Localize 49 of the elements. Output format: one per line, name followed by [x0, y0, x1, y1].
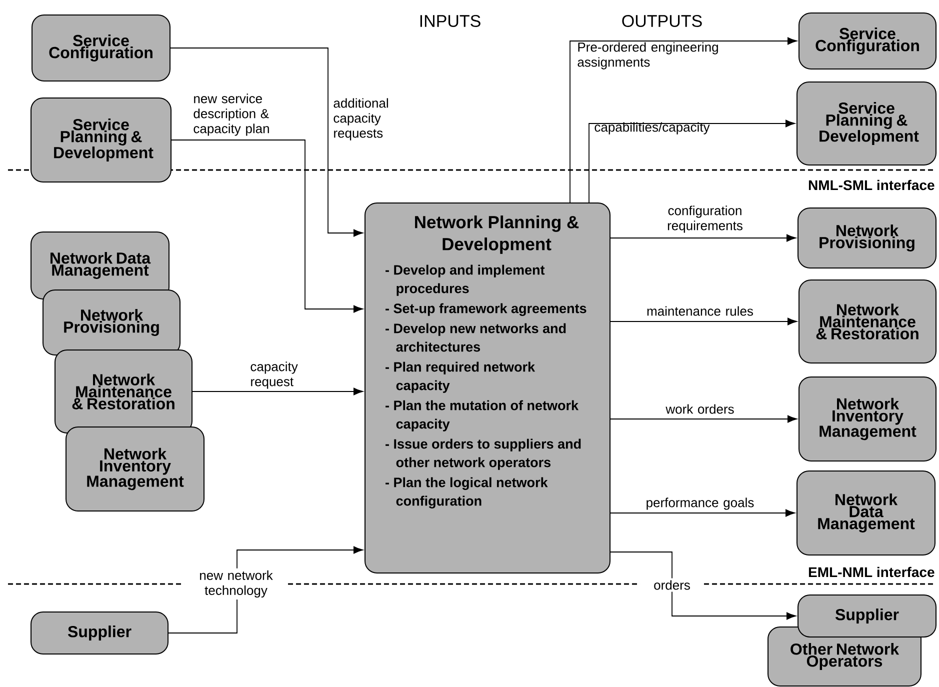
edge-label: performance goals: [646, 498, 754, 510]
arrow: [588, 120, 796, 203]
process-box: Supplier: [30, 612, 168, 654]
process-box: [364, 202, 610, 574]
arrow: [610, 234, 796, 242]
edge-label: capacity request: [250, 362, 298, 389]
bullet-item: - Develop and implement procedures: [386, 264, 545, 296]
bullet-item: - Issue orders to suppliers and other network operators: [386, 438, 581, 470]
edge-label: additional capacity requests: [334, 98, 388, 140]
bullet-item: - Plan the mutation of network capacity: [386, 400, 579, 432]
arrow: [170, 48, 364, 237]
edge-label: orders: [654, 580, 690, 590]
bullet-item: - Plan required network capacity: [386, 362, 536, 393]
arrow: [192, 388, 364, 396]
process-box: Service Configuration: [798, 12, 936, 70]
arrow: [570, 37, 798, 203]
arrow: [610, 415, 798, 423]
edge-label: Pre-ordered engineering assignments: [578, 42, 718, 70]
process-box: Network Maintenance & Restoration: [54, 350, 192, 434]
node-label: Other Network Operators: [790, 643, 900, 670]
bullet-item: - Set-up framework agreements: [386, 303, 586, 316]
edge-label: configuration requirements: [668, 206, 742, 233]
arrow: [168, 546, 364, 634]
process-box: Supplier: [798, 594, 936, 638]
arrow: [610, 509, 796, 517]
edge-label: new service description & capacity plan: [194, 94, 269, 136]
edge-label: maintenance rules: [647, 306, 753, 316]
process-box: Network Data Management: [796, 470, 936, 556]
process-box: Network Maintenance & Restoration: [798, 280, 936, 364]
arrow: [610, 552, 796, 620]
arrow: [171, 140, 364, 313]
edge-label: work orders: [666, 404, 734, 414]
bullet-item: - Plan the logical network configuration: [386, 477, 548, 508]
process-box: Network Inventory Management: [798, 376, 936, 462]
bullet-item: - Develop new networks and architectures: [386, 323, 566, 352]
process-box: Network Provisioning: [42, 290, 180, 356]
process-box: Service Planning & Development: [30, 98, 172, 182]
process-box: Service Configuration: [32, 14, 170, 82]
interface-label: NML-SML interface: [808, 180, 934, 190]
section-heading: INPUTS: [420, 14, 480, 28]
process-box: Service Planning & Development: [796, 82, 936, 166]
arrow: [610, 318, 798, 326]
process-box: Network Inventory Management: [66, 426, 204, 512]
process-box: Network Provisioning: [798, 208, 936, 268]
interface-label: EML-NML interface: [808, 566, 934, 578]
section-heading: OUTPUTS: [622, 14, 702, 28]
edge-label: capabilities/capacity: [594, 122, 710, 134]
edge-label: new network technology: [200, 570, 273, 598]
box-title: Network Planning & Development: [415, 216, 579, 254]
